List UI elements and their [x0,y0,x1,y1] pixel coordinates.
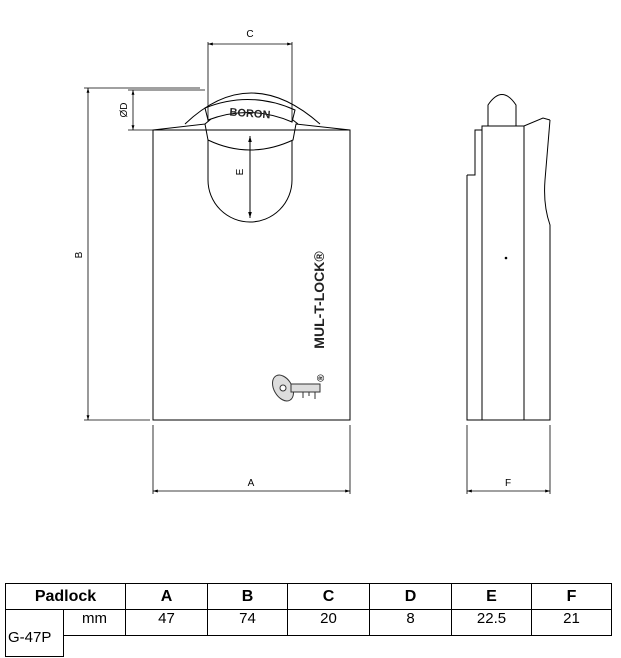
value-f: 21 [531,609,612,636]
shackle-guard [152,123,351,151]
side-body [466,119,551,421]
padlock-body [152,129,351,421]
dim-label-b: B [74,251,85,258]
table-header-row: Padlock A B C D E F [5,583,612,610]
value-e: 22.5 [451,609,532,636]
dim-label-a: A [248,478,255,489]
dim-label-c: C [246,29,253,40]
boron-badge: BORON [204,99,296,123]
key-icon [272,374,321,402]
header-f: F [531,583,612,610]
table-row: G-47P mm 47 74 20 8 22.5 21 [5,609,612,657]
header-a: A [125,583,208,610]
brand-logo-registered: ® [316,374,327,382]
side-shackle [487,94,517,126]
header-d: D [369,583,452,610]
header-e: E [451,583,532,610]
brand-logo: MUL-T-LOCK® [311,251,327,349]
shackle-outer [184,92,321,125]
spec-table: Padlock A B C D E F G-47P mm 47 74 20 8 … [5,583,612,657]
dim-label-d: ØD [119,103,130,118]
dim-label-f: F [505,478,511,489]
header-padlock: Padlock [5,583,126,610]
value-c: 20 [287,609,370,636]
unit-cell: mm [63,609,126,636]
dim-label-e: E [235,168,246,175]
shackle-opening [207,140,293,223]
dimension-lines-side [466,425,551,494]
side-view [466,94,551,421]
boron-label: BORON [229,107,271,122]
model-label: G-47P [8,628,52,646]
brand-logo-group: MUL-T-LOCK® ® [311,251,327,382]
header-c: C [287,583,370,610]
model-cell: G-47P [5,609,64,657]
header-b: B [207,583,288,610]
value-d: 8 [369,609,452,636]
padlock-technical-drawing: BORON MUL-T-LOCK® ® C ØD E B A [74,29,551,494]
value-b: 74 [207,609,288,636]
value-a: 47 [125,609,208,636]
dimension-lines-front [84,42,351,494]
